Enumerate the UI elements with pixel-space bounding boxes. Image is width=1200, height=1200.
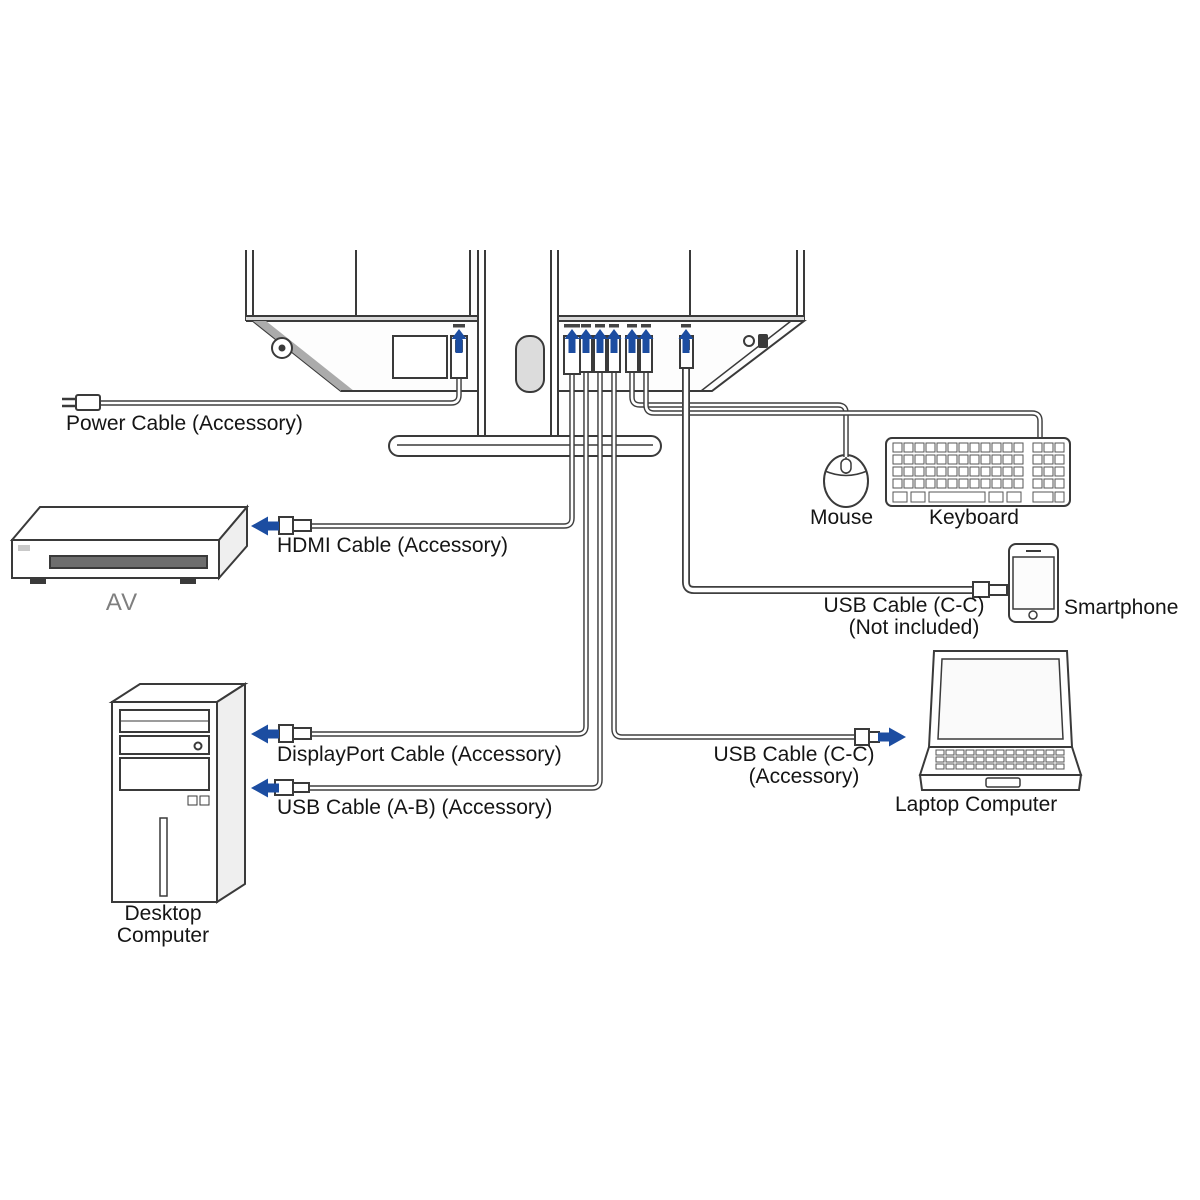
label-desktop-line2: Computer [116, 924, 210, 947]
label-usb-cc-phone-line2: (Not included) [848, 616, 980, 639]
smartphone-device [1008, 543, 1059, 623]
mouse-cable [629, 370, 849, 457]
usb-c-port-arrow-icon [606, 329, 622, 353]
label-laptop: Laptop Computer [895, 793, 1058, 816]
laptop-device [918, 650, 1083, 791]
spacebar-key [928, 491, 986, 503]
keyboard-numpad-keys [1032, 442, 1065, 489]
power-port-arrow-icon [451, 329, 467, 353]
keyboard-keys [892, 442, 1024, 489]
label-desktop-line1: Desktop [124, 902, 202, 925]
hdmi-arrow-icon [251, 516, 279, 536]
keyboard-device [885, 437, 1071, 507]
label-av: AV [105, 589, 139, 616]
hdmi-port-arrow-icon [564, 329, 580, 353]
displayport-cable-plug [278, 724, 312, 743]
power-button-icon [271, 337, 293, 359]
hdmi-cable-plug [278, 516, 312, 535]
drive-bay [119, 757, 210, 791]
usb-ab-cable [309, 370, 603, 791]
usb-c-phone-port-arrow-icon [678, 329, 694, 353]
label-mouse: Mouse [810, 506, 874, 529]
label-usb-cc-phone-line1: USB Cable (C-C) [823, 594, 985, 617]
usb-cc-smartphone-cable [682, 368, 975, 594]
home-button-icon [1028, 610, 1038, 620]
monitor-stand-base [388, 435, 662, 457]
label-hdmi-cable: HDMI Cable (Accessory) [277, 534, 509, 557]
av-player [9, 504, 250, 584]
usb-b-port-arrow-icon [592, 329, 608, 353]
cables [100, 368, 1043, 791]
usb-ab-cable-plug [274, 779, 310, 796]
power-wall-plug [62, 394, 101, 411]
dp-port-arrow-icon [578, 329, 594, 353]
usb-cc-phone-plug [972, 581, 1008, 598]
monitor-rear [245, 250, 807, 457]
smartphone-screen [1012, 556, 1055, 610]
label-displayport-cable: DisplayPort Cable (Accessory) [277, 743, 562, 766]
rating-label [392, 335, 448, 379]
drive-bay [119, 735, 210, 755]
kensington-lock-icon [743, 334, 768, 348]
label-keyboard: Keyboard [929, 506, 1019, 529]
keyboard-bottom-row [892, 491, 1065, 503]
hdmi-cable [311, 370, 575, 529]
disc-slot [49, 555, 208, 569]
label-usb-cc-laptop-line2: (Accessory) [748, 765, 860, 788]
tower-power-button-icon [193, 741, 203, 751]
power-cable [100, 372, 462, 406]
label-power-cable: Power Cable (Accessory) [66, 412, 303, 435]
usb-cc-laptop-cable [611, 370, 857, 740]
cable-routing-hole [515, 335, 545, 393]
usb-a1-port-arrow-icon [624, 329, 640, 353]
desktop-computer-tower [108, 682, 249, 904]
usb-ab-arrow-icon [251, 778, 279, 798]
displayport-arrow-icon [251, 724, 279, 744]
label-usb-ab-cable: USB Cable (A-B) (Accessory) [277, 796, 553, 819]
laptop-keys [935, 749, 1065, 770]
label-smartphone: Smartphone [1064, 596, 1179, 619]
scroll-wheel-icon [840, 458, 852, 474]
monitor-stand-column [477, 250, 559, 437]
direction-arrows [251, 329, 906, 798]
port-icons [453, 324, 691, 328]
usb-a2-port-arrow-icon [638, 329, 654, 353]
laptop-trackpad [985, 777, 1021, 788]
label-usb-cc-laptop-line1: USB Cable (C-C) [713, 743, 875, 766]
displayport-cable [311, 370, 589, 737]
mouse-device [823, 454, 869, 508]
keyboard-cable [643, 370, 1043, 437]
usb-cc-laptop-arrow-icon [878, 727, 906, 747]
